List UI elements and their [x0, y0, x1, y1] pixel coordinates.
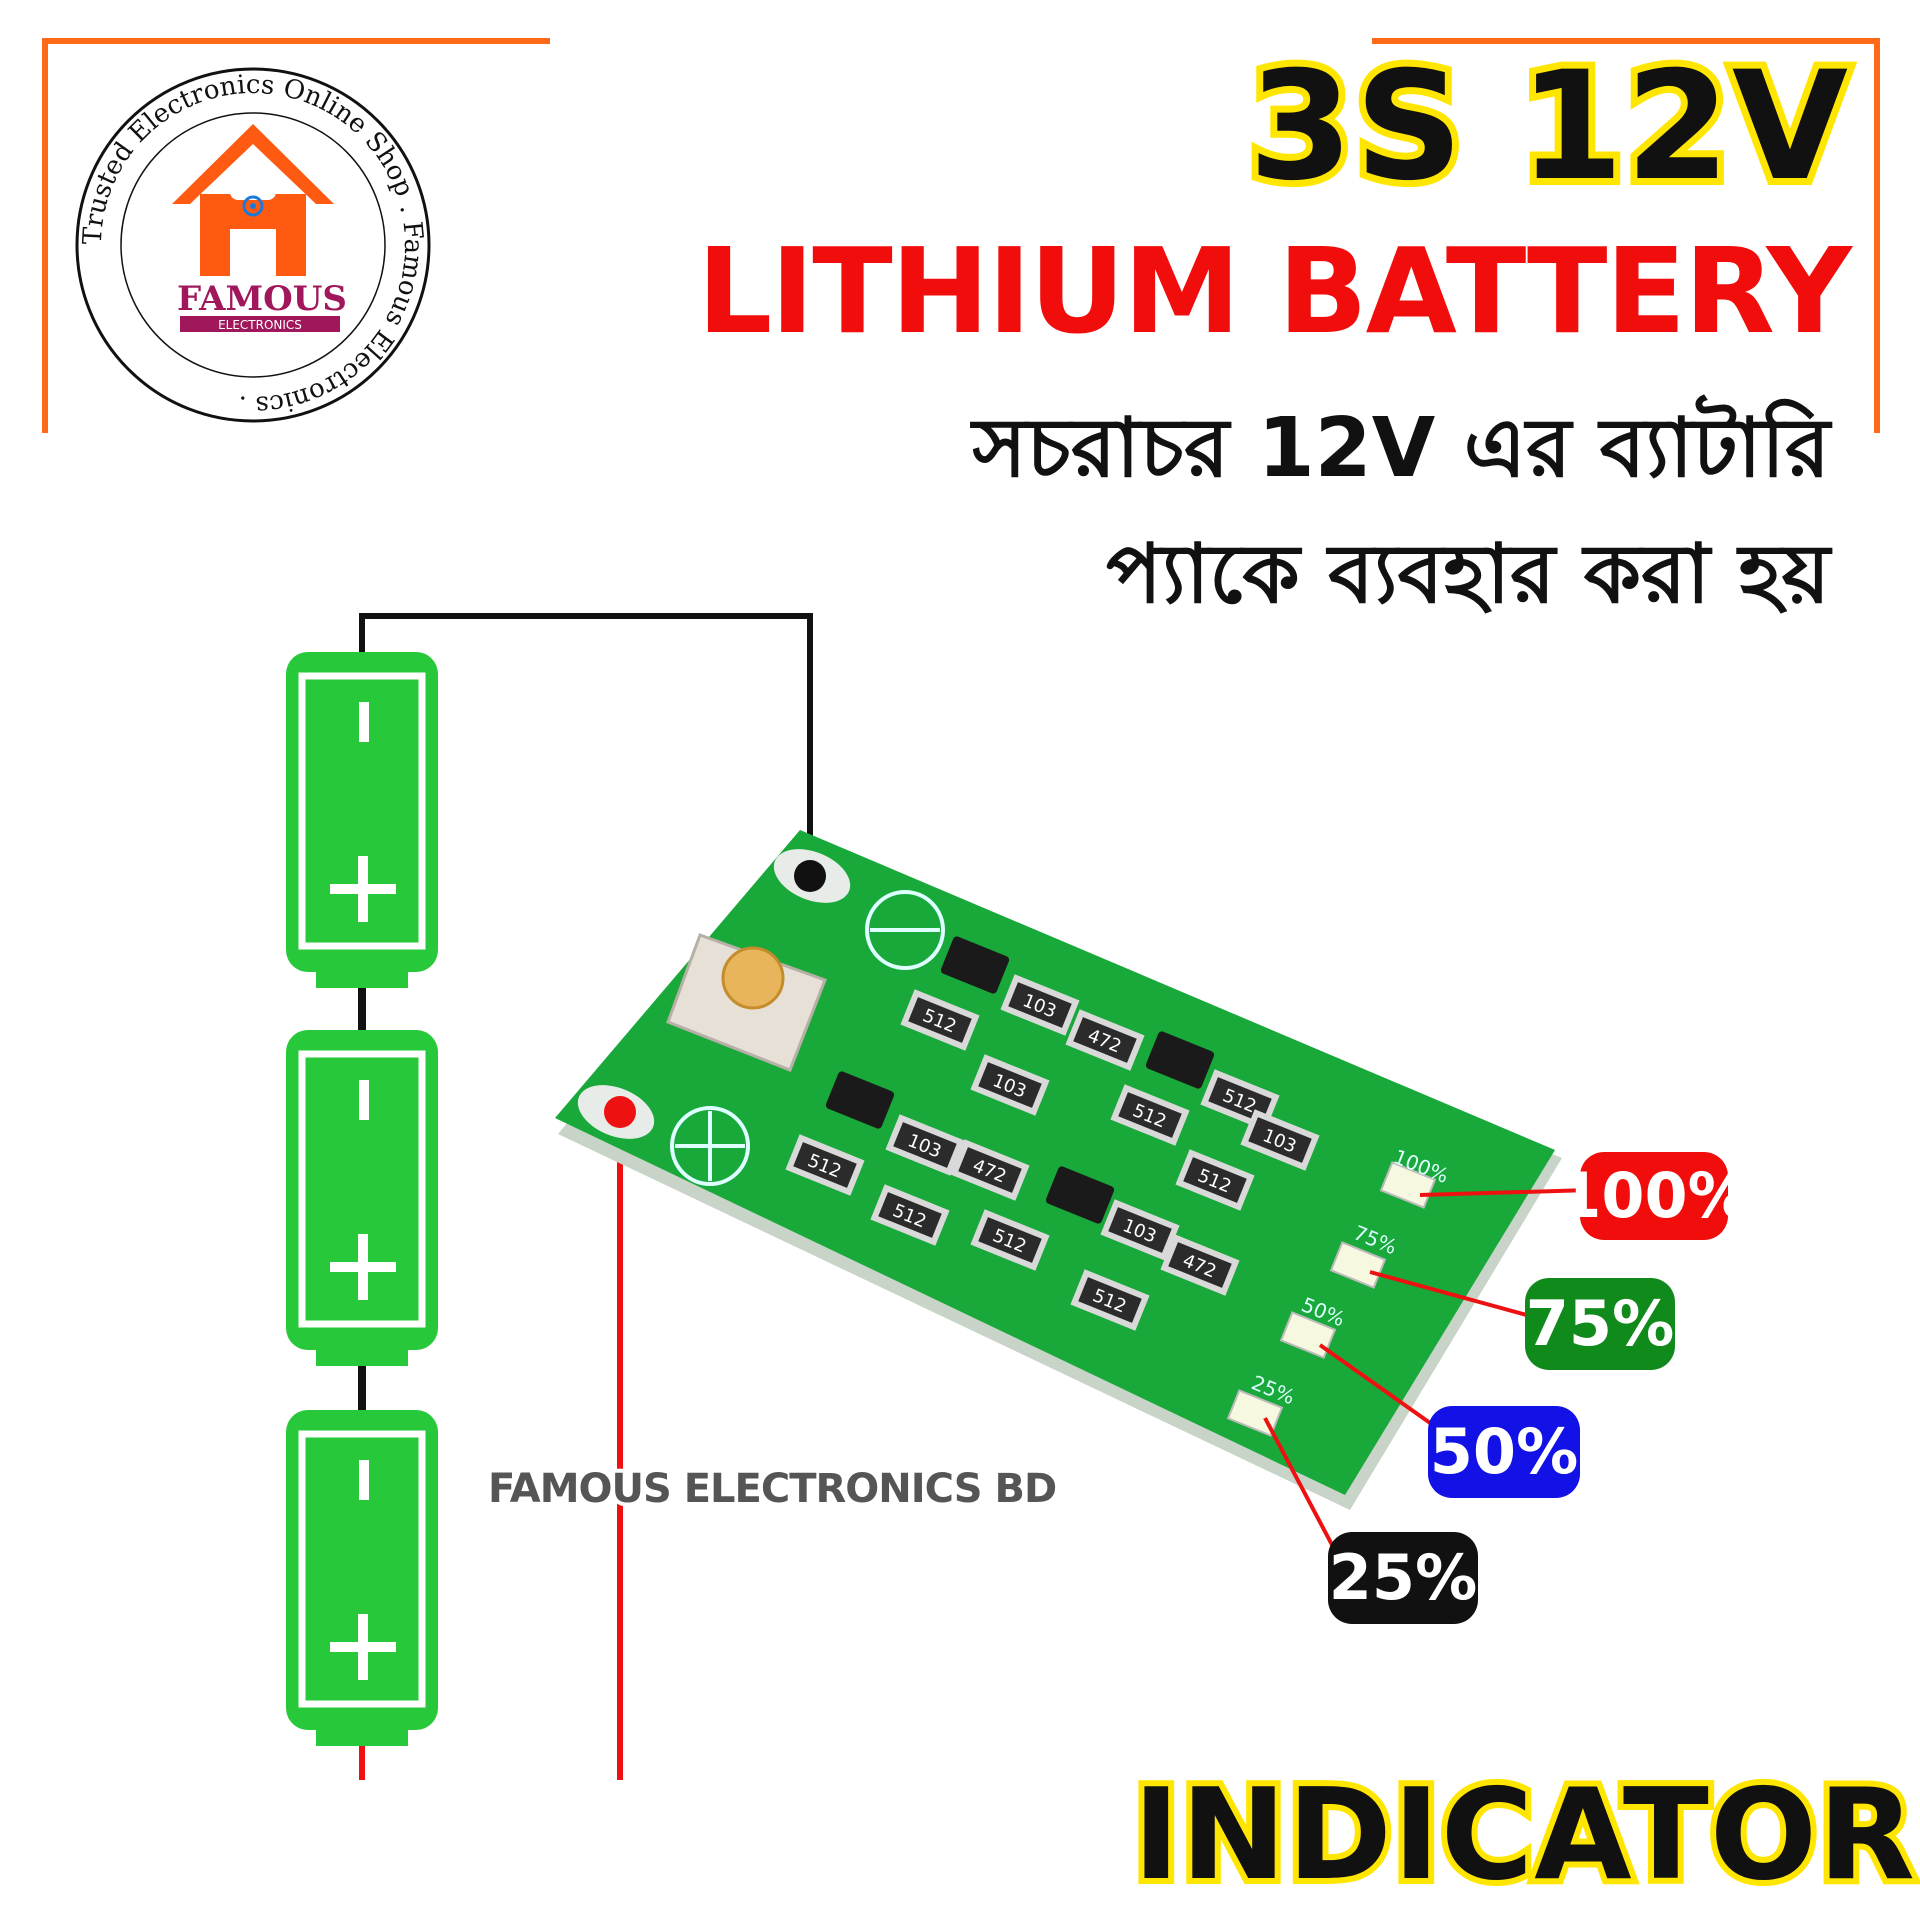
logo-brand: FAMOUS: [177, 279, 347, 319]
watermark: FAMOUS ELECTRONICS BD: [484, 1462, 1061, 1516]
battery-cell: [286, 1410, 438, 1746]
title-voltage: 3S 12V: [1242, 40, 1855, 214]
frame-top-left: [42, 38, 550, 44]
logo-sub: ELECTRONICS: [218, 318, 302, 332]
resistor: 103: [885, 1114, 965, 1176]
resistor: 103: [970, 1054, 1050, 1116]
footer-indicator: INDICATOR: [1127, 1761, 1920, 1908]
badge-75: 75%: [1525, 1278, 1675, 1370]
positive-pad: [604, 1096, 636, 1128]
resistor: 512: [1070, 1269, 1150, 1331]
resistor: 472: [950, 1139, 1030, 1201]
red-wire: [359, 1110, 623, 1780]
battery-cell: [286, 652, 438, 988]
frame-left: [42, 38, 48, 433]
resistor: 512: [785, 1134, 865, 1196]
transistor: [1045, 1166, 1115, 1224]
badge-50: 50%: [1428, 1406, 1580, 1498]
transistor: [940, 936, 1010, 994]
push-button: [666, 933, 827, 1072]
bangla-line-2: প্যাকে ব্যবহার করা হয়: [1106, 527, 1830, 622]
transistor: [1145, 1031, 1215, 1089]
resistor: 512: [970, 1209, 1050, 1271]
transistor: [825, 1071, 895, 1129]
resistor: 512: [1175, 1149, 1255, 1211]
badge-25: 25%: [1328, 1532, 1478, 1624]
resistor: 512: [1110, 1084, 1190, 1146]
frame-right: [1874, 38, 1880, 433]
resistor: 472: [1160, 1234, 1240, 1296]
resistor: 103: [1100, 1199, 1180, 1261]
bangla-line-1: সচরাচর 12V এর ব্যাটারি: [972, 401, 1830, 496]
title-product: LITHIUM BATTERY: [697, 222, 1852, 360]
negative-pad: [794, 860, 826, 892]
battery-cell: [286, 1030, 438, 1366]
resistor: 472: [1065, 1009, 1145, 1071]
resistor: 103: [1240, 1109, 1320, 1171]
resistor: 512: [900, 989, 980, 1051]
frame-top-right: [1372, 38, 1880, 44]
resistor: 512: [870, 1184, 950, 1246]
badge-100: 100%: [1558, 1152, 1750, 1240]
resistor: 103: [1000, 974, 1080, 1036]
house-icon: [172, 124, 334, 276]
black-wire: [359, 613, 813, 870]
shop-logo: Trusted Electronics Online Shop . Famous…: [75, 67, 431, 423]
